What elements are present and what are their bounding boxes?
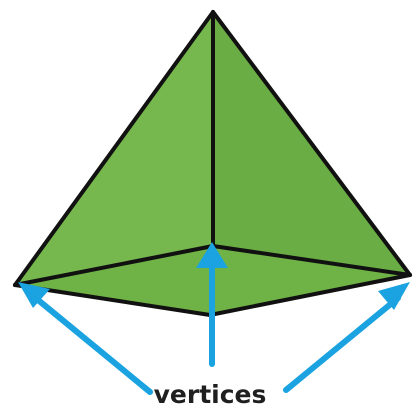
left-vertex-arrow xyxy=(18,282,153,395)
pyramid-edges xyxy=(13,10,412,317)
center-vertex-arrow xyxy=(196,242,228,367)
edge-back-left xyxy=(13,244,215,287)
edge-back-right xyxy=(211,244,412,277)
vertex-arrows xyxy=(18,242,410,395)
edge-apex-right xyxy=(211,10,412,277)
edge-front-right xyxy=(208,273,412,317)
edge-apex-left xyxy=(13,10,215,287)
right-vertex-arrow xyxy=(283,282,410,393)
vertices-label: vertices xyxy=(153,380,267,409)
